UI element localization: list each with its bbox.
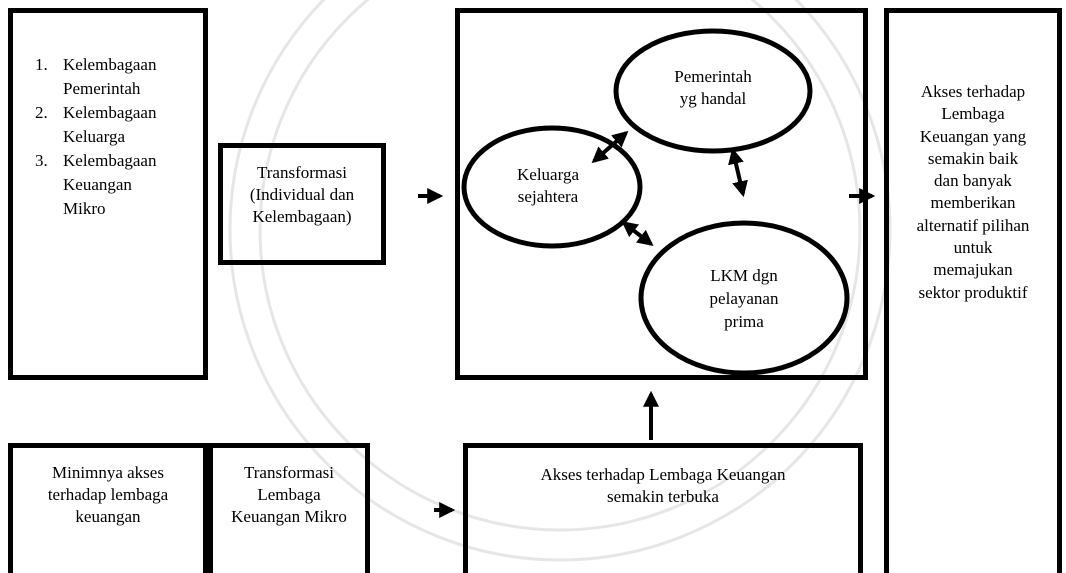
text-line: dan banyak [934,171,1012,191]
text-line: terhadap lembaga [47,485,169,504]
arrow-keluarga-lkm [621,221,654,246]
text-line: untuk [953,238,993,258]
text-line: Transformasi [256,163,348,182]
text-line: semakin baik [927,148,1019,168]
box-transformasi-lkm: Transformasi Lembaga Keuangan Mikro [208,443,370,573]
box-akses-alternatif: Akses terhadap Lembaga Keuangan yang sem… [884,8,1062,573]
text-line: Akses terhadap Lembaga Keuangan [540,465,786,484]
akses-alternatif-text: Akses terhadap Lembaga Keuangan yang sem… [889,81,1057,304]
list-text-line: Kelembagaan [63,103,157,122]
list-text-line: Keluarga [63,127,125,146]
box-kelembagaan-list: 1. Kelembagaan Pemerintah 2. Kelembagaan… [8,8,208,380]
list-number: 2. [35,103,48,122]
keluarga-text: Keluarga sejahtera [478,164,618,208]
ellipse-keluarga [461,125,643,249]
arrow-pemerintah-lkm [728,147,748,198]
list-item: 2. Kelembagaan Keluarga [35,101,205,149]
text-line: Keuangan Mikro [231,507,347,526]
text-line: Transformasi [243,463,335,482]
text-line: memajukan [933,260,1013,280]
text-line: memberikan [930,193,1016,213]
text-line: keuangan [75,507,141,526]
text-line: LKM dgn [710,266,778,285]
text-line: Keuangan yang [919,126,1027,146]
list-text-line: Pemerintah [63,79,141,98]
text-line: Minimnya akses [52,463,164,482]
pemerintah-text: Pemerintah yg handal [633,66,793,110]
text-line: yg handal [679,89,747,108]
list-item: 3. Kelembagaan Keuangan Mikro [35,149,205,221]
transformasi-lkm-text: Transformasi Lembaga Keuangan Mikro [213,462,365,528]
ellipse-lkm [638,220,850,376]
text-line: Keluarga [517,165,579,184]
box-transformasi-individual: Transformasi (Individual dan Kelembagaan… [218,143,386,265]
text-line: sejahtera [517,187,579,206]
text-line: pelayanan [709,289,779,308]
text-line: Pemerintah [674,67,752,86]
ellipse-pemerintah [613,28,813,154]
text-line: Akses terhadap [920,82,1026,101]
lkm-text: LKM dgn pelayanan prima [664,264,824,333]
minimnya-akses-text: Minimnya akses terhadap lembaga keuangan [13,462,203,528]
text-line: semakin terbuka [607,487,719,506]
text-line: alternatif pilihan [916,215,1030,235]
list-text-line: Mikro [63,199,106,218]
text-line: sektor produktif [918,282,1028,302]
list-text-line: Keuangan [63,175,132,194]
text-line: Lembaga [257,485,321,504]
list-text-line: Kelembagaan [63,55,157,74]
arrow-keluarga-pemerintah [591,130,629,164]
text-line: prima [724,312,764,331]
box-akses-terbuka: Akses terhadap Lembaga Keuangan semakin … [463,443,863,573]
transformasi-individual-text: Transformasi (Individual dan Kelembagaan… [223,162,381,228]
kelembagaan-list: 1. Kelembagaan Pemerintah 2. Kelembagaan… [35,53,205,221]
list-item: 1. Kelembagaan Pemerintah [35,53,205,101]
text-line: Kelembagaan) [252,207,352,226]
list-number: 3. [35,151,48,170]
text-line: (Individual dan [249,185,355,204]
akses-terbuka-text: Akses terhadap Lembaga Keuangan semakin … [468,464,858,508]
text-line: Lembaga [941,104,1005,124]
box-minimnya-akses: Minimnya akses terhadap lembaga keuangan [8,443,208,573]
list-text-line: Kelembagaan [63,151,157,170]
list-number: 1. [35,55,48,74]
